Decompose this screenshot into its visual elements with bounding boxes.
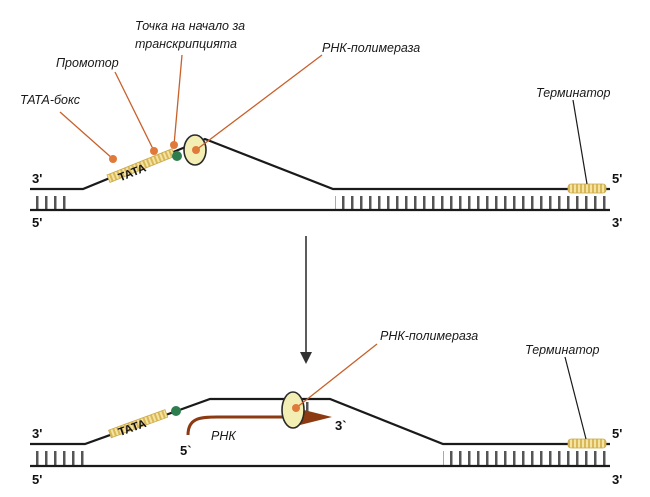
start-point-label-line1: Точка на начало за [135, 19, 245, 33]
terminator-element [567, 183, 607, 194]
polymerase-label: РНК-полимераза [322, 41, 420, 55]
tata-element-2 [108, 409, 169, 439]
bottom-strand-left-end: 5' [32, 215, 42, 230]
base-pairs-left-2 [30, 451, 85, 465]
rna-3-end-label: 3` [335, 418, 347, 433]
rna-label: РНК [211, 429, 236, 443]
start-callout-line [173, 54, 183, 146]
promoter-callout-line [114, 71, 155, 152]
bottom-strand-right-end-2: 3' [612, 472, 622, 487]
rna-5-end-label: 5` [180, 443, 192, 458]
tata-box-callout-dot [109, 155, 117, 163]
top-strand-2 [30, 397, 610, 446]
polymerase-callout-line [195, 54, 323, 151]
bottom-strand-right-end: 3' [612, 215, 622, 230]
tata-strand-label-2: ТАТА [117, 418, 148, 439]
polymerase-callout-dot-2 [292, 404, 300, 412]
base-pairs-right-2 [443, 451, 610, 465]
tata-element [106, 148, 176, 183]
top-strand [30, 137, 610, 191]
terminator-element-2 [567, 438, 607, 449]
top-panel: ТАТА ТАТА-бокс Промотор Точка на начало … [20, 19, 622, 230]
terminator-callout-line [572, 99, 588, 185]
start-point-dot [172, 151, 182, 161]
start-callout-dot [170, 141, 178, 149]
terminator-label-2: Терминатор [525, 343, 600, 357]
tata-box-callout-line [59, 111, 114, 160]
terminator-callout-line-2 [564, 356, 587, 440]
bottom-strand-left-end-2: 5' [32, 472, 42, 487]
start-point-label-line2: транскрипцията [135, 37, 237, 51]
promoter-label: Промотор [56, 56, 119, 70]
bottom-panel: ТАТА РНК-полимераза Терминатор РНК 5` 3`… [30, 329, 622, 487]
terminator-label: Терминатор [536, 86, 611, 100]
base-pairs-right [335, 196, 610, 210]
promoter-callout-dot [150, 147, 158, 155]
top-strand-left-end: 3' [32, 171, 42, 186]
rna-strand [186, 415, 310, 436]
process-arrow [300, 236, 312, 364]
top-strand-left-end-2: 3' [32, 426, 42, 441]
polymerase-label-2: РНК-полимераза [380, 329, 478, 343]
tata-box-label: ТАТА-бокс [20, 93, 81, 107]
polymerase-callout-line-2 [295, 343, 378, 409]
base-pairs-left [30, 196, 70, 210]
top-strand-right-end-2: 5' [612, 426, 622, 441]
polymerase-callout-dot [192, 146, 200, 154]
start-point-dot-2 [171, 406, 181, 416]
rna-arrowhead [300, 409, 332, 425]
top-strand-right-end: 5' [612, 171, 622, 186]
